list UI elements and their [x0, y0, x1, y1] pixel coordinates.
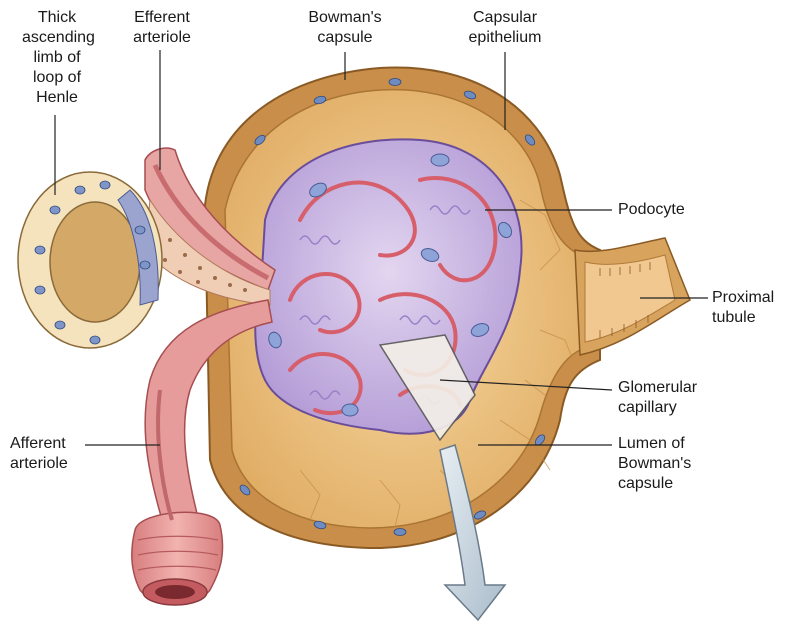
label-proximal-tubule: Proximal tubule: [712, 288, 774, 328]
label-capsular-epithelium: Capsular epithelium: [455, 8, 555, 48]
label-lumen-of-bowmans-capsule: Lumen of Bowman's capsule: [618, 434, 691, 494]
label-podocyte: Podocyte: [618, 200, 685, 220]
loop-of-henle-limb: [18, 172, 162, 348]
label-thick-ascending-limb: Thick ascending limb of loop of Henle: [22, 8, 92, 108]
label-efferent-arteriole: Efferent arteriole: [122, 8, 202, 48]
proximal-tubule: [575, 238, 690, 355]
label-glomerular-capillary: Glomerular capillary: [618, 378, 697, 418]
label-afferent-arteriole: Afferent arteriole: [10, 434, 68, 474]
label-bowmans-capsule: Bowman's capsule: [290, 8, 400, 48]
